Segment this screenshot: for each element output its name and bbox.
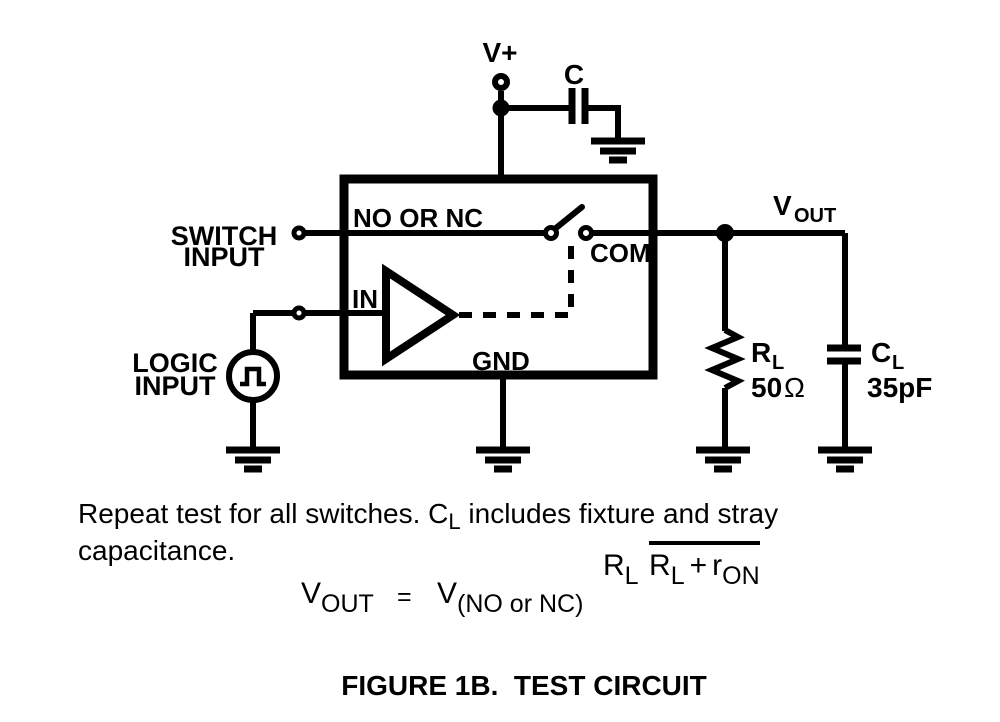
logic-input-label-line1: LOGIC [132,348,218,378]
switch-ic-box [339,174,658,380]
note-line1-post: includes fixture and stray [460,498,779,529]
cl-label: C [871,337,891,368]
formula-den-r1: R [649,549,671,582]
rl-value-unit: Ω [784,372,805,403]
pulse-source-icon [226,349,280,403]
ground-icon [818,450,872,469]
junction-dot-vplus [492,99,510,117]
switch-contact-left [543,225,559,241]
ground-icon [696,450,750,469]
note-text: Repeat test for all switches. CL include… [78,495,878,569]
formula-denominator: RL+rON [649,541,760,589]
switch-input-label-line2: INPUT [184,242,266,272]
formula-lhs-main: V [301,577,322,610]
formula-lhs: VOUT [301,577,374,617]
wire-cap-to-ground [588,105,621,142]
figure-caption: FIGURE 1B. TEST CIRCUIT [341,670,707,701]
dashed-control-line [455,246,574,318]
vplus-label: V+ [482,37,517,68]
formula-den-r2-sub: ON [722,562,760,590]
pulse-waveform-glyph [240,366,266,387]
rl-value: 50 [751,372,782,403]
pin-label-no-or-nc: NO OR NC [353,203,483,233]
logic-input-terminal [291,305,307,321]
formula-den-plus: + [689,549,708,582]
pin-label-in: IN [352,284,378,314]
formula-numerator: RL [597,549,645,590]
buffer-amplifier-icon [382,263,461,367]
switch-input-label-line1: SWITCH [171,221,277,251]
cap-c-label: C [564,59,584,90]
rl-label: R [751,337,771,368]
switch-contact-right [578,225,594,241]
pin-label-gnd: GND [472,346,530,376]
resistor-rl [704,327,746,391]
note-line1-pre: Repeat test for all switches. C [78,498,449,529]
formula-lhs-sub: OUT [321,590,374,618]
vout-label-sub: OUT [794,205,836,227]
note-line1: Repeat test for all switches. CL include… [78,495,878,534]
vplus-terminal [492,73,510,91]
formula-fraction: RL RL+rON [597,541,760,589]
logic-input-label-line2: INPUT [135,371,217,401]
ground-icon [591,141,645,160]
formula-equals: = [397,583,412,611]
formula-rhs-sub: (NO or NC) [457,590,584,618]
formula-num-sub: L [624,562,639,590]
rl-label-sub: L [772,352,784,374]
cl-label-sub: L [892,352,904,374]
ground-icon [226,450,280,469]
switch-lever [553,204,585,231]
formula-den-r1-sub: L [670,562,685,590]
cl-value: 35pF [867,372,932,403]
formula-den-r2: r [712,549,723,582]
formula-rhs-main: V [437,577,458,610]
note-line1-subscript: L [448,509,461,534]
formula-num-main: R [603,549,625,582]
formula-rhs: V(NO or NC) [437,577,583,617]
ground-icon [476,450,530,469]
vout-label: V [773,190,792,221]
switch-input-terminal [291,225,307,241]
junction-dot-vout [716,224,734,242]
schematic-canvas: V+ C SWITCH INPUT LOGIC INPUT NO OR NC C… [132,37,932,500]
note-line2: capacitance. [78,535,236,566]
pin-label-com: COM [590,238,651,268]
